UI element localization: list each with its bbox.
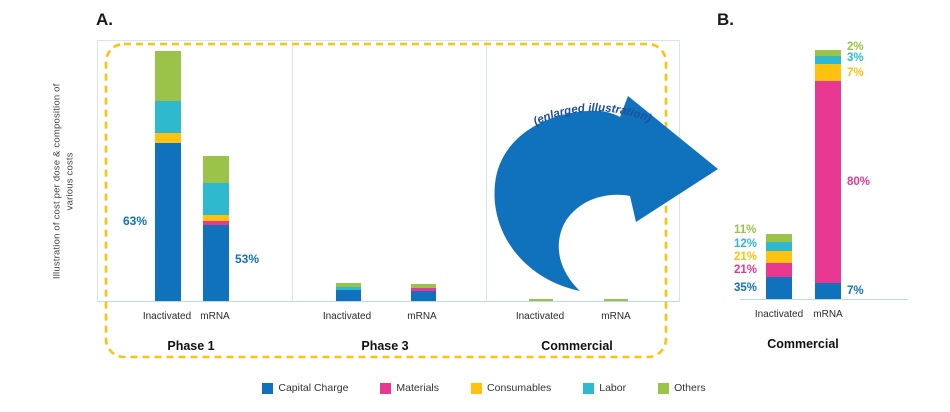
bar-segment-others (529, 298, 553, 301)
legend-label: Consumables (487, 382, 552, 394)
bar-segment-consumables (766, 251, 792, 263)
panel-a-plot-area: 63% 53% (97, 40, 680, 302)
panel-a-title: A. (96, 10, 113, 29)
segment-percent-label: 7% (847, 285, 864, 297)
bar-segment-capital (815, 283, 841, 299)
others-swatch-icon (658, 382, 670, 394)
bar-annotation: 63% (123, 214, 148, 228)
group-label-phase3: Phase 3 (361, 339, 409, 353)
bar-phase3-inactivated (336, 283, 361, 301)
legend-label: Others (674, 382, 706, 394)
bar-segment-materials (815, 81, 841, 283)
group-label-phase1: Phase 1 (167, 339, 215, 353)
bar-segment-consumables (155, 133, 181, 143)
tick-phase3-mrna: mRNA (407, 311, 437, 322)
y-axis-label-line2: various costs (65, 152, 76, 211)
tick-b-inactivated: Inactivated (754, 309, 804, 320)
segment-percent-label: 21% (734, 251, 758, 263)
bar-segment-labor (203, 183, 229, 215)
segment-percent-label: 21% (734, 264, 758, 276)
bar-segment-capital (203, 225, 229, 301)
legend-item-materials: Materials (380, 382, 439, 394)
y-axis-label: Illustration of cost per dose & composit… (51, 31, 78, 331)
bar-segment-materials (766, 263, 792, 277)
bar-phase3-mrna (411, 284, 436, 301)
legend-label: Labor (599, 382, 627, 394)
legend: Capital Charge Materials Consumables Lab… (18, 382, 950, 394)
legend-label: Capital Charge (278, 382, 349, 394)
tick-commercial-mrna: mRNA (601, 311, 631, 322)
legend-item-capital-charge: Capital Charge (262, 382, 348, 394)
panel-b-title: B. (717, 10, 734, 29)
section-divider (486, 41, 487, 301)
panel-b-plot-area: 35%21%21%12%11% 7%80%7%3%2% (734, 40, 908, 300)
segment-percent-label: 2% (847, 41, 864, 53)
y-axis-label-line1: Illustration of cost per dose & composit… (51, 83, 63, 280)
legend-label: Materials (396, 382, 440, 394)
bar-segment-consumables (815, 64, 841, 81)
bar-segment-others (815, 50, 841, 56)
segment-percent-label: 3% (847, 52, 864, 64)
legend-item-others: Others (658, 382, 706, 394)
capital-charge-swatch-icon (262, 382, 274, 394)
consumables-swatch-icon (471, 382, 483, 394)
bar-segment-others (155, 51, 181, 101)
bar-b-commercial-inactivated: 35%21%21%12%11% (734, 224, 792, 299)
bar-segment-others (604, 298, 628, 301)
segment-percent-label: 7% (847, 66, 864, 79)
bar-annotation: 53% (235, 252, 260, 266)
group-label-commercial: Commercial (541, 339, 613, 353)
segment-percent-label: 80% (847, 176, 871, 188)
bar-phase1-inactivated: 63% (123, 51, 181, 301)
bar-commercial-mrna (604, 298, 628, 301)
bar-segment-capital (336, 290, 361, 301)
bar-phase1-mrna: 53% (203, 156, 259, 301)
bar-segment-capital (411, 291, 436, 301)
materials-swatch-icon (380, 382, 392, 394)
bar-segment-labor (155, 101, 181, 133)
section-divider (292, 41, 293, 301)
bar-segment-capital (766, 277, 792, 299)
segment-percent-label: 11% (734, 224, 757, 236)
tick-b-mrna: mRNA (813, 309, 843, 320)
labor-swatch-icon (583, 382, 595, 394)
tick-phase1-mrna: mRNA (200, 311, 230, 322)
legend-item-labor: Labor (583, 382, 626, 394)
segment-percent-label: 12% (734, 237, 758, 250)
bar-segment-capital (155, 143, 181, 301)
bar-segment-labor (766, 242, 792, 251)
bar-b-commercial-mrna: 7% 80% 7% 3%2% (815, 41, 870, 299)
bar-segment-others (203, 156, 229, 183)
legend-item-consumables: Consumables (471, 382, 551, 394)
bar-segment-others (766, 234, 792, 242)
segment-percent-label: 35% (734, 282, 758, 294)
bar-segment-labor (815, 56, 841, 64)
group-label-b-commercial: Commercial (767, 337, 839, 351)
bar-commercial-inactivated (529, 298, 553, 301)
